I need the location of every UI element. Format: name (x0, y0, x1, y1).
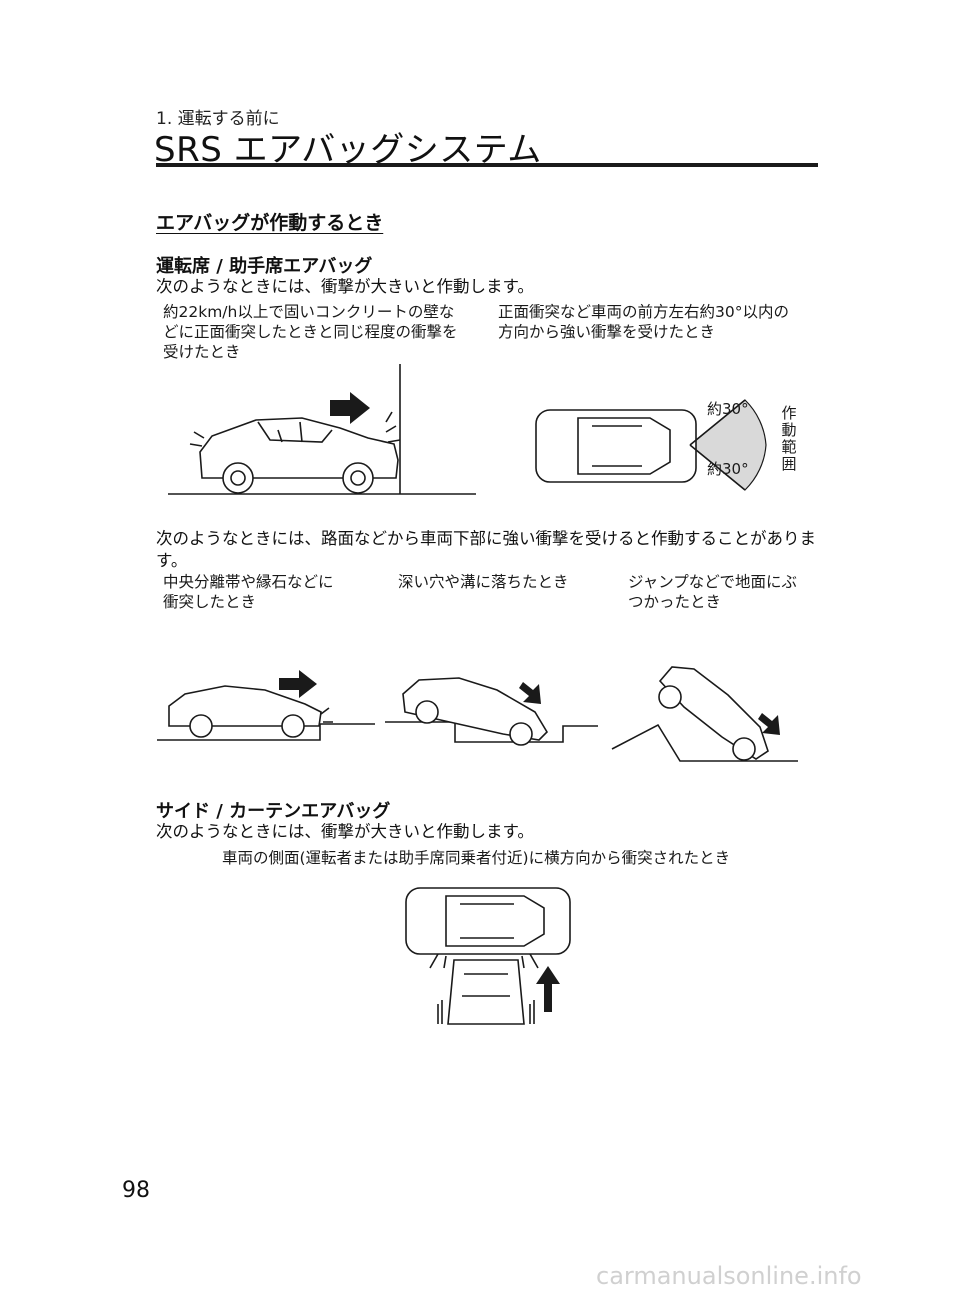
arrow-right-icon (279, 670, 317, 698)
underbody-caption-3: ジャンプなどで地面にぶ つかったとき (628, 573, 797, 611)
chapter-label: 1. 運転する前に (156, 109, 280, 129)
watermark: carmanualsonline.info (596, 1262, 862, 1290)
title-rule (156, 163, 818, 167)
ditch-drop-illustration (385, 677, 598, 746)
underbody-caption-1: 中央分離帯や縁石などに 衝突したとき (163, 573, 334, 611)
jump-landing-illustration (611, 666, 798, 762)
front-airbag-intro: 次のようなときには、衝撃が大きいと作動します。 (156, 277, 534, 296)
underbody-caption-2: 深い穴や溝に落ちたとき (398, 573, 569, 591)
page-number: 98 (122, 1178, 150, 1203)
side-airbag-intro: 次のようなときには、衝撃が大きいと作動します。 (156, 822, 534, 841)
front-airbag-heading: 運転席 / 助手席エアバッグ (156, 256, 373, 277)
underbody-intro: 次のようなときには、路面などから車両下部に強い衝撃を受けると作動することがありま… (156, 529, 816, 570)
angle-label-top: 約30° (707, 400, 749, 418)
front-caption-left: 約22km/h以上で固いコンクリートの壁な どに正面衝突したときと同じ程度の衝撃… (163, 303, 458, 361)
wall-collision-illustration (168, 364, 476, 495)
section-heading: エアバッグが作動するとき (156, 212, 384, 234)
arrow-right-icon (330, 392, 370, 424)
arrow-down-right-icon (758, 713, 780, 735)
angle-label-bottom: 約30° (707, 460, 749, 478)
side-airbag-heading: サイド / カーテンエアバッグ (156, 801, 391, 822)
arrow-up-icon (536, 966, 560, 1012)
side-impact-illustration (405, 887, 571, 1025)
range-label: 作 動 範 囲 (781, 404, 797, 473)
side-airbag-caption: 車両の側面(運転者または助手席同乗者付近)に横方向から衝突されたとき (222, 849, 731, 867)
frontal-range-illustration (535, 399, 767, 491)
curb-collision-illustration (157, 670, 375, 741)
front-caption-right: 正面衝突など車両の前方左右約30°以内の 方向から強い衝撃を受けたとき (498, 303, 789, 341)
arrow-down-right-icon (519, 682, 541, 704)
